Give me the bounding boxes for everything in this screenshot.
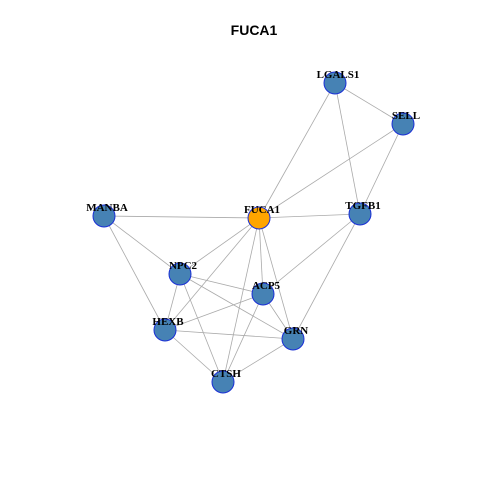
edge-npc2-ctsh	[179, 273, 224, 383]
node-layer	[92, 71, 415, 394]
node-label-lgals1: LGALS1	[317, 69, 360, 81]
node-ctsh	[211, 370, 235, 394]
node-label-hexb: HEXB	[152, 316, 184, 328]
node-label-acp5: ACP5	[252, 280, 281, 292]
edge-hexb-grn	[164, 329, 294, 340]
edge-tgfb1-acp5	[262, 213, 361, 295]
edge-fuca1-tgfb1	[258, 213, 361, 219]
edge-acp5-ctsh	[222, 293, 264, 383]
edge-tgfb1-grn	[292, 213, 361, 340]
node-label-fuca1: FUCA1	[244, 204, 280, 216]
node-lgals1	[323, 71, 347, 95]
edge-hexb-ctsh	[164, 329, 224, 383]
node-label-manba: MANBA	[86, 202, 128, 214]
node-grn	[281, 327, 305, 351]
edge-layer	[103, 82, 404, 383]
node-label-ctsh: CTSH	[211, 368, 241, 380]
edge-fuca1-grn	[258, 217, 294, 340]
edge-manba-hexb	[103, 215, 166, 331]
edge-fuca1-ctsh	[222, 217, 260, 383]
node-label-tgfb1: TGFB1	[345, 200, 380, 212]
node-acp5	[251, 282, 275, 306]
node-npc2	[168, 262, 192, 286]
node-label-sell: SELL	[392, 110, 420, 122]
edge-lgals1-fuca1	[258, 82, 336, 219]
edge-lgals1-tgfb1	[334, 82, 361, 215]
node-manba	[92, 204, 116, 228]
node-sell	[391, 112, 415, 136]
diagram-title: FUCA1	[231, 22, 278, 38]
node-fuca1	[247, 206, 271, 230]
edge-fuca1-npc2	[179, 217, 260, 275]
edge-sell-fuca1	[258, 123, 404, 219]
edge-npc2-acp5	[179, 273, 264, 295]
node-label-npc2: NPC2	[169, 260, 198, 272]
edge-lgals1-sell	[334, 82, 404, 125]
edge-sell-tgfb1	[359, 123, 404, 215]
edge-npc2-grn	[179, 273, 294, 340]
edge-grn-ctsh	[222, 338, 294, 383]
edge-acp5-hexb	[164, 293, 264, 331]
edge-manba-npc2	[103, 215, 181, 275]
node-tgfb1	[348, 202, 372, 226]
node-hexb	[153, 318, 177, 342]
edge-fuca1-hexb	[164, 217, 260, 331]
edge-fuca1-acp5	[258, 217, 264, 295]
edge-manba-fuca1	[103, 215, 260, 219]
node-label-grn: GRN	[284, 325, 309, 337]
